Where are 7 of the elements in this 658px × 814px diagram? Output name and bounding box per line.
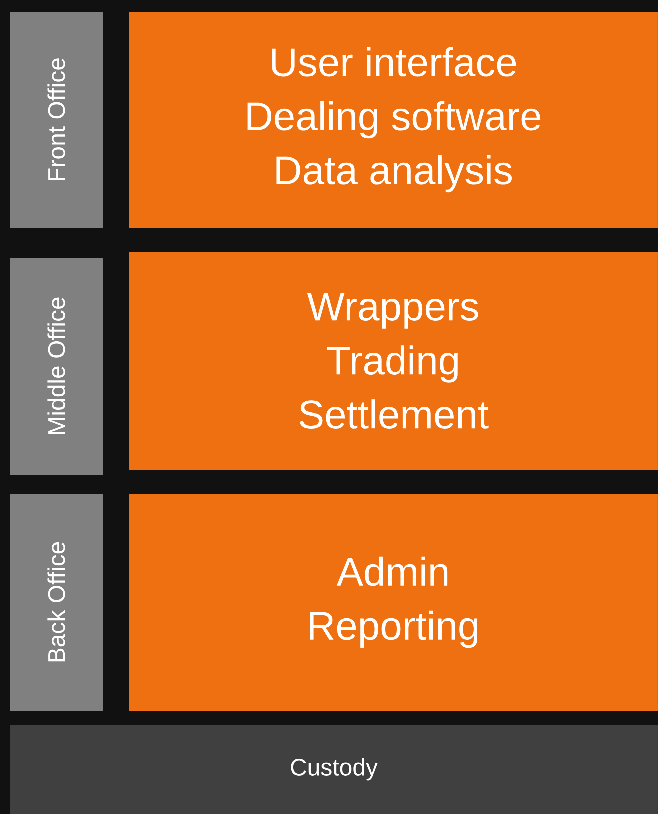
custody-box: Custody [10,725,658,814]
office-label-box: Back Office [10,494,103,711]
office-label-box: Middle Office [10,258,103,475]
office-label-box: Front Office [10,12,103,228]
function-box: Wrappers Trading Settlement [129,252,658,470]
function-box: Admin Reporting [129,494,658,711]
function-box: User interface Dealing software Data analysis [129,12,658,228]
